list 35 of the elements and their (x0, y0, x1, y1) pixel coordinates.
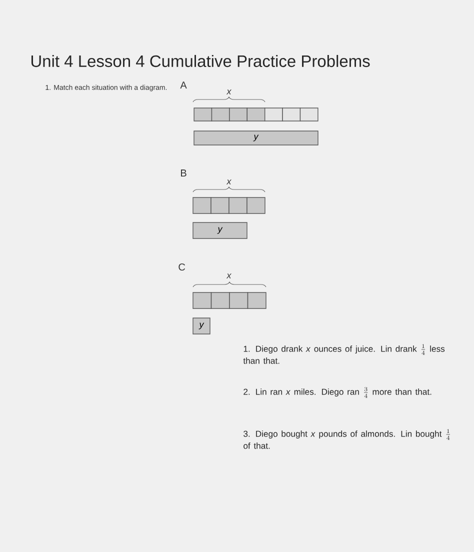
title: Unit 4 Lesson 4 Cumulative Practice Problems (31, 54, 370, 68)
tape-bar: y (194, 130, 318, 146)
tape-cell (194, 108, 212, 122)
problem-text: 1. Diego drank x ounces of juice. Lin drank $\frac{1}{4}$ less than that. (243, 344, 445, 364)
diagram-letter: A (180, 82, 187, 88)
label: than that. (243, 358, 280, 364)
tape-cell (300, 108, 318, 122)
label: 3. Diego bought x pounds of almonds. Lin bought (244, 430, 442, 439)
tape-cell (247, 292, 266, 309)
label: $\frac{1}{4}$ (421, 344, 426, 355)
tape-cell (229, 108, 248, 122)
label: $\frac{1}{4}$ (446, 429, 450, 440)
variable-label: x (226, 274, 232, 278)
tape-cell (228, 197, 248, 214)
tape-cell (210, 292, 230, 309)
tape-cell (264, 108, 283, 122)
label: of that. (244, 442, 270, 449)
variable-label: x (226, 180, 232, 184)
tape-cell (192, 292, 212, 309)
diagram-letter: B (181, 170, 186, 176)
tape-bar: y (192, 222, 248, 239)
tape-cell (211, 108, 230, 122)
tape-bar: y (192, 318, 210, 334)
tape-cell (210, 197, 230, 214)
problem-text: 2. Lin ran x miles. Diego ran $\frac{3}{4}$ more than that. (244, 387, 432, 398)
label: less (430, 346, 445, 352)
label: 1. Diego drank x ounces of juice. Lin drank (244, 346, 417, 354)
problem-text: 3. Diego bought x pounds of almonds. Lin bought $\frac{1}{4}$ of that. (244, 429, 450, 449)
tape-cell (282, 108, 301, 122)
tape-cell (246, 108, 266, 122)
tape-cell (192, 197, 212, 214)
tape-cell (246, 197, 266, 214)
diagram-letter: C (178, 263, 186, 271)
variable-label: x (226, 90, 232, 94)
tape-cell (229, 292, 248, 309)
